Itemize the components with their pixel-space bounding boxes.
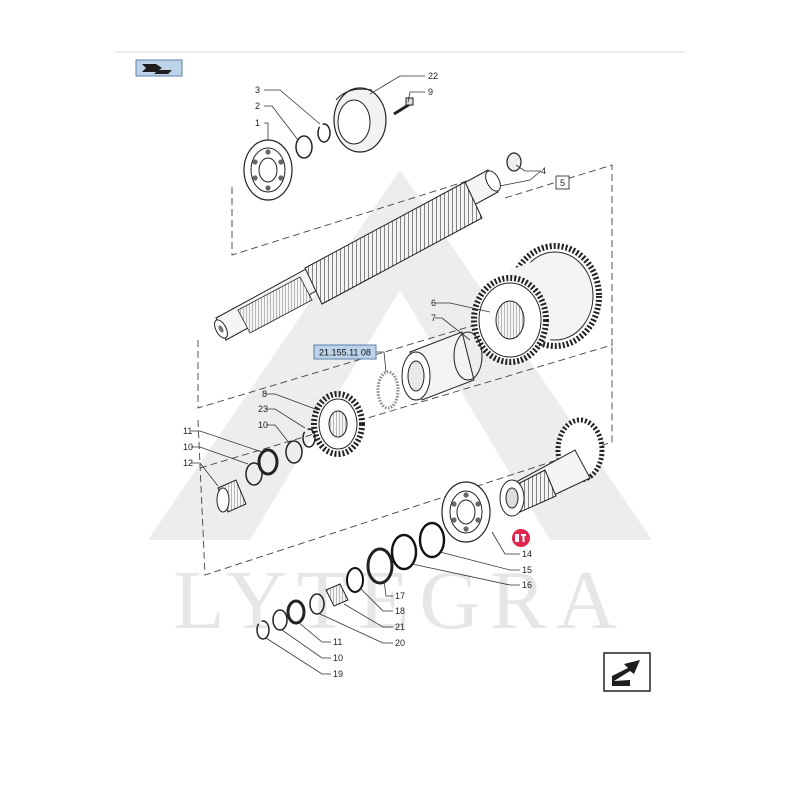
part-label-10b: 10 (183, 442, 193, 452)
part-label-5-box: 5 (555, 175, 570, 190)
part-label-2: 2 (255, 101, 260, 111)
navigate-back-icon[interactable] (135, 59, 183, 77)
part-label-23: 23 (258, 404, 268, 414)
washer-part-10b (245, 462, 263, 486)
needle-bearing-part-21 (325, 583, 349, 607)
watermark: LYTEGRA (148, 170, 652, 647)
kit-badge-icon[interactable] (512, 529, 530, 547)
sleeve-part-7 (401, 331, 483, 401)
part-label-14: 14 (522, 549, 532, 559)
part-label-22: 22 (428, 71, 438, 81)
navigate-forward-icon[interactable] (603, 652, 651, 692)
washer-part-10a (285, 440, 303, 464)
washer-part-20 (309, 593, 325, 615)
part-label-15: 15 (522, 565, 532, 575)
part-label-11b: 11 (333, 637, 342, 647)
ring-part-15 (418, 521, 446, 559)
part-label-19: 19 (333, 669, 343, 679)
part-label-4: 4 (541, 166, 546, 176)
part-labels: 22 9 3 2 1 4 6 7 8 23 10 11 10 12 14 15 … (183, 71, 546, 679)
part-label-5: 5 (560, 178, 565, 188)
part-label-8: 8 (262, 389, 267, 399)
part-label-7: 7 (431, 313, 436, 323)
part-label-20: 20 (395, 638, 405, 648)
bolt-part-9 (393, 97, 414, 116)
bearing-housing-part-22 (333, 87, 387, 153)
ring-part-2 (295, 135, 313, 159)
ring-part-11b (286, 599, 306, 625)
part-label-10a: 10 (258, 420, 268, 430)
part-label-9: 9 (428, 87, 433, 97)
part-label-1: 1 (255, 118, 260, 128)
reference-link[interactable]: 21.155.11 08 (313, 344, 377, 360)
circlip-part-23 (302, 428, 316, 448)
washer-part-10c (272, 609, 288, 631)
washer-part-17 (366, 547, 394, 585)
part-label-3: 3 (255, 85, 260, 95)
ring-part-16 (390, 533, 418, 571)
part-label-18: 18 (395, 606, 405, 616)
circlip-part-19 (256, 620, 270, 640)
bearing-part-1 (243, 139, 293, 201)
part-label-21: 21 (395, 622, 405, 632)
part-label-10c: 10 (333, 653, 343, 663)
part-label-6: 6 (431, 298, 436, 308)
reference-link-label: 21.155.11 08 (319, 348, 371, 358)
bushing-part-4 (506, 152, 522, 172)
gear-part-8 (311, 391, 365, 457)
thrust-washer-ref (376, 370, 400, 410)
ring-part-18 (346, 567, 364, 593)
bearing-part-14 (441, 481, 491, 543)
double-gear-part-6 (471, 243, 602, 365)
main-shaft (214, 169, 501, 341)
part-label-11a: 11 (183, 426, 192, 436)
circlip-part-3 (317, 123, 331, 143)
watermark-text: LYTEGRA (173, 554, 627, 647)
part-label-12: 12 (183, 458, 193, 468)
output-gear-shaft (499, 417, 605, 517)
leader-lines (191, 75, 542, 675)
needle-bearing-part-12 (216, 479, 247, 513)
part-label-17: 17 (395, 591, 405, 601)
ring-part-11a (257, 448, 279, 476)
part-label-16: 16 (522, 580, 532, 590)
